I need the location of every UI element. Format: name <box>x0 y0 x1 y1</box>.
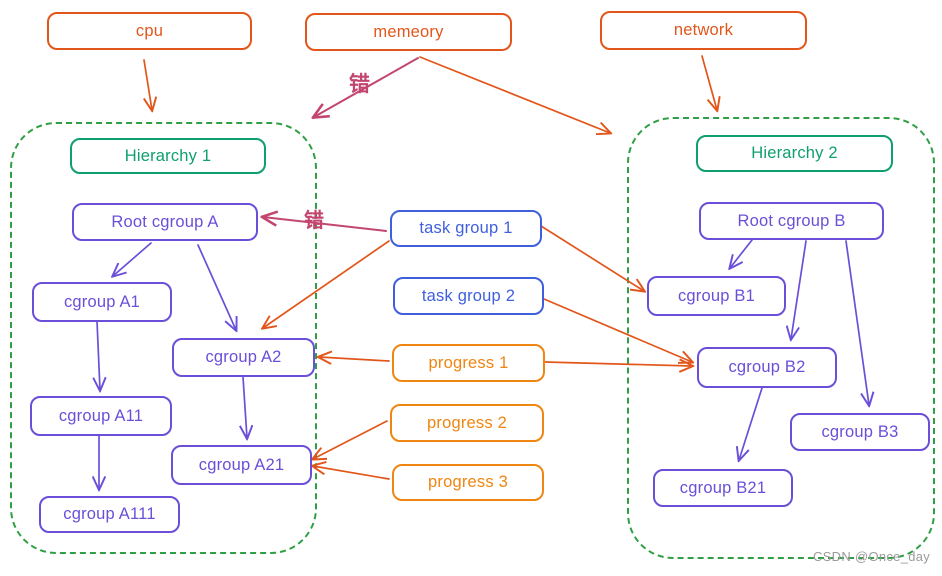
wrong-annotation-memory: 错 <box>349 73 370 96</box>
node-progress-2: progress 2 <box>390 404 544 442</box>
arrow-memory-to-hierarchy1-wrong <box>314 57 419 117</box>
hierarchy1-container <box>10 122 317 554</box>
arrow-cgroupA1-to-cgroupA11 <box>97 320 100 390</box>
arrow-taskgroup1-to-rootA-wrong <box>263 217 387 232</box>
node-cgroup-b1: cgroup B1 <box>647 276 786 316</box>
arrow-rootA-to-cgroupA2 <box>197 244 236 330</box>
arrow-cpu-to-hierarchy1 <box>144 59 152 110</box>
node-task-group-1: task group 1 <box>390 210 542 247</box>
node-cgroup-a2: cgroup A2 <box>172 338 315 377</box>
node-network: network <box>600 11 807 50</box>
arrow-network-to-hierarchy2 <box>701 55 717 110</box>
arrow-rootB-to-cgroupB2 <box>791 240 807 339</box>
node-root-cgroup-b: Root cgroup B <box>699 202 884 240</box>
node-cgroup-a1: cgroup A1 <box>32 282 172 322</box>
arrow-rootB-to-cgroupB3 <box>845 240 869 405</box>
node-progress-3: progress 3 <box>392 464 544 501</box>
node-hierarchy2-title: Hierarchy 2 <box>696 135 893 172</box>
wrong-annotation-taskgroup: 错 <box>304 210 324 232</box>
node-hierarchy1-title: Hierarchy 1 <box>70 138 266 174</box>
arrow-cgroupB2-to-cgroupB21 <box>739 387 763 460</box>
node-cgroup-a21: cgroup A21 <box>171 445 312 485</box>
node-task-group-2: task group 2 <box>393 277 544 315</box>
node-cgroup-a11: cgroup A11 <box>30 396 172 436</box>
node-cgroup-a111: cgroup A111 <box>39 496 180 533</box>
arrow-taskgroup2-to-cgroupB2 <box>543 298 692 362</box>
arrow-rootB-to-cgroupB1 <box>730 239 753 268</box>
hierarchy2-container <box>627 117 935 559</box>
arrow-progress3-to-cgroupA21 <box>313 466 390 480</box>
node-root-cgroup-a: Root cgroup A <box>72 203 258 241</box>
node-cpu: cpu <box>47 12 252 50</box>
arrow-rootA-to-cgroupA1 <box>113 242 152 276</box>
node-memory: memeory <box>305 13 512 51</box>
arrow-progress2-to-cgroupA21 <box>313 420 388 459</box>
arrow-progress1-to-cgroupA2 <box>319 357 390 361</box>
node-cgroup-b3: cgroup B3 <box>790 413 930 451</box>
watermark-text: CSDN @Once_day <box>813 549 931 564</box>
node-cgroup-b2: cgroup B2 <box>697 347 837 388</box>
arrow-taskgroup1-to-cgroupB1 <box>540 225 644 291</box>
arrow-progress1-to-cgroupB2 <box>544 362 692 366</box>
node-progress-1: progress 1 <box>392 344 545 382</box>
node-cgroup-b21: cgroup B21 <box>653 469 793 507</box>
arrow-taskgroup1-to-cgroupA2 <box>263 240 390 328</box>
arrow-cgroupA2-to-cgroupA21 <box>243 376 247 438</box>
arrow-memory-to-hierarchy2 <box>419 56 610 133</box>
